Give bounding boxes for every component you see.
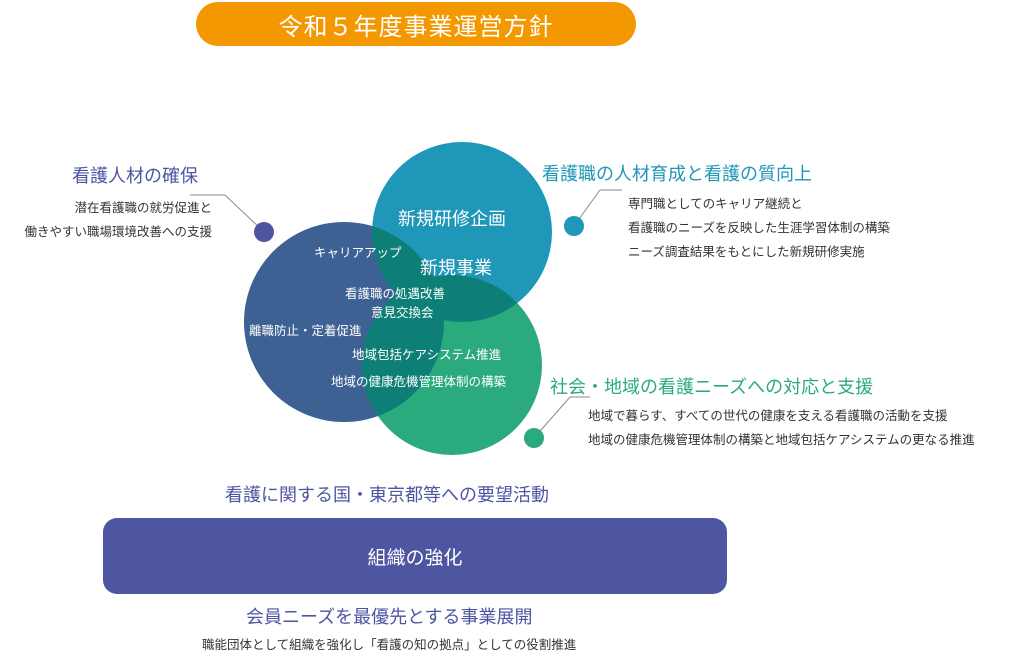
heading-community-needs: 社会・地域の看護ニーズへの対応と支援 xyxy=(550,377,874,398)
label-treatment: 看護職の処遇改善 xyxy=(345,286,446,301)
dot-right-top xyxy=(564,216,584,236)
heading-nurse-development: 看護職の人材育成と看護の質向上 xyxy=(542,164,812,185)
label-crisis: 地域の健康危機管理体制の構築 xyxy=(331,374,507,389)
leader-line-left xyxy=(190,194,263,231)
right-top-desc-line: 専門職としてのキャリア継続と xyxy=(628,196,803,211)
right-bottom-desc-line: 地域の健康危機管理体制の構築と地域包括ケアシステムの更なる推進 xyxy=(588,432,975,447)
label-new-training: 新規研修企画 xyxy=(398,209,506,230)
right-bottom-desc: 地域で暮らす、すべての世代の健康を支える看護職の活動を支援 地域の健康危機管理体… xyxy=(588,404,975,452)
heading-nurse-recruitment: 看護人材の確保 xyxy=(72,166,198,187)
dot-left xyxy=(254,222,274,242)
dot-right-bottom xyxy=(524,428,544,448)
bottom-note: 職能団体として組織を強化し「看護の知の拠点」としての役割推進 xyxy=(202,637,577,652)
heading-advocacy: 看護に関する国・東京都等への要望活動 xyxy=(225,485,549,506)
leader-line-right-top xyxy=(573,189,622,227)
organization-bar-label: 組織の強化 xyxy=(367,546,463,569)
page-title: 令和５年度事業運営方針 xyxy=(278,12,554,41)
left-desc-line: 潜在看護職の就労促進と xyxy=(74,200,212,215)
right-top-desc: 専門職としてのキャリア継続と 看護職のニーズを反映した生涯学習体制の構築 ニーズ… xyxy=(628,192,890,264)
leader-line-right-bottom xyxy=(533,396,590,439)
right-top-desc-line: ニーズ調査結果をもとにした新規研修実施 xyxy=(628,244,865,259)
label-new-business: 新規事業 xyxy=(420,258,492,279)
label-retention: 離職防止・定着促進 xyxy=(249,323,362,338)
label-career-up: キャリアアップ xyxy=(314,245,402,260)
label-exchange: 意見交換会 xyxy=(371,305,434,320)
overlap-blue-green xyxy=(362,275,444,422)
right-top-desc-line: 看護職のニーズを反映した生涯学習体制の構築 xyxy=(628,220,890,235)
title-banner: 令和５年度事業運営方針 xyxy=(196,2,636,46)
label-community-care: 地域包括ケアシステム推進 xyxy=(352,347,502,362)
overlap-blue-teal xyxy=(372,222,444,322)
right-bottom-desc-line: 地域で暮らす、すべての世代の健康を支える看護職の活動を支援 xyxy=(588,408,948,423)
organization-bar: 組織の強化 xyxy=(103,518,727,594)
left-desc: 潜在看護職の就労促進と 働きやすい職場環境改善への支援 xyxy=(0,196,212,244)
heading-member-needs: 会員ニーズを最優先とする事業展開 xyxy=(246,607,533,628)
left-desc-line: 働きやすい職場環境改善への支援 xyxy=(24,224,212,239)
